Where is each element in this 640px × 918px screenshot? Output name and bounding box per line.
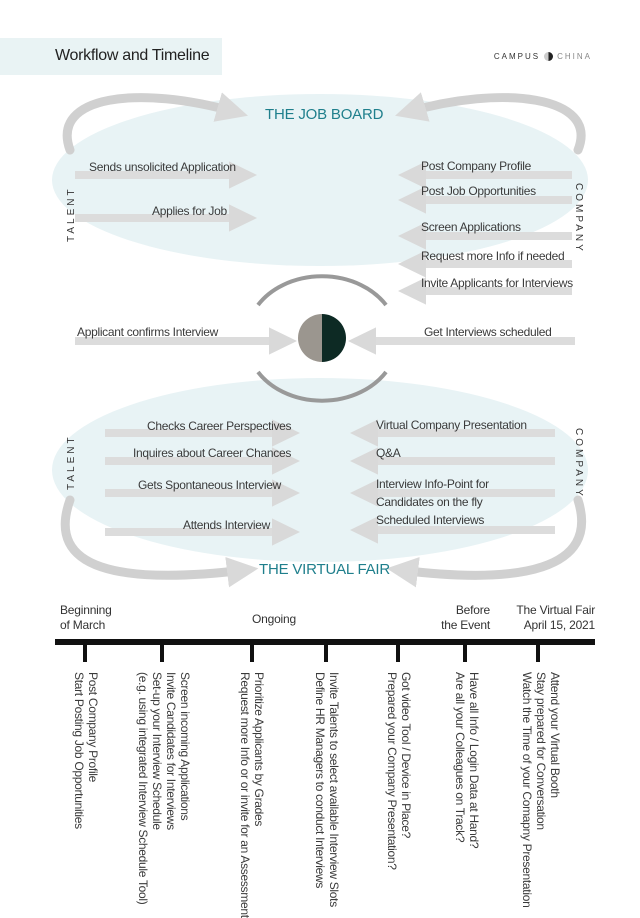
cycle-arrow-bottom-left (60, 495, 259, 588)
job-board-title: THE JOB BOARD (265, 106, 384, 123)
company-step: Scheduled Interviews (376, 513, 485, 527)
talent-step: Inquires about Career Chances (133, 446, 292, 460)
timeline-tick (250, 644, 254, 662)
timeline-step-6: Have all Info / Login Data at Hand?Are a… (453, 672, 481, 849)
center-circle-left (298, 314, 322, 362)
company-label: COMPANY (573, 183, 584, 254)
company-step: Candidates on the fly (376, 495, 483, 509)
company-step: Interview Info-Point for (376, 477, 489, 491)
virtual-fair-area (52, 378, 588, 562)
logo-text-left: CAMPUS (493, 52, 541, 61)
cycle-arrow-top-left (62, 92, 248, 155)
cycle-arrow-top-right (395, 92, 586, 155)
talent-step: Attends Interview (183, 518, 270, 532)
company-step: Post Job Opportunities (421, 184, 536, 198)
phase-ongoing: Ongoing (252, 612, 296, 626)
virtual-fair-title: THE VIRTUAL FAIR (259, 561, 390, 578)
timeline-tick (396, 644, 400, 662)
center-circle-right (322, 314, 346, 362)
page-title: Workflow and Timeline (55, 47, 210, 64)
upper-arc (256, 274, 388, 307)
timeline-tick (536, 644, 540, 662)
timeline-tick (160, 644, 164, 662)
talent-step: Applies for Job (152, 204, 227, 218)
timeline-tick (324, 644, 328, 662)
talent-step: Sends unsolicited Application (89, 160, 236, 174)
company-step: Invite Applicants for Interviews (421, 276, 573, 290)
company-step: Screen Applications (421, 220, 521, 234)
company-schedule: Get Interviews scheduled (424, 325, 552, 339)
talent-step: Checks Career Perspectives (147, 419, 292, 433)
timeline-tick (83, 644, 87, 662)
logo-dot-icon (544, 52, 554, 61)
header-band (0, 38, 222, 75)
company-step: Q&A (376, 446, 401, 460)
timeline-bar (55, 639, 595, 645)
logo-text-right: CHINA (557, 52, 592, 61)
company-step: Virtual Company Presentation (376, 418, 527, 432)
company-label: COMPANY (573, 428, 584, 499)
cycle-arrow-bottom-right (386, 495, 587, 588)
talent-step: Gets Spontaneous Interview (138, 478, 281, 492)
talent-label: TALENT (66, 434, 77, 490)
lower-arc (256, 370, 388, 403)
campus-china-logo: CAMPUS CHINA (494, 52, 592, 61)
company-step: Post Company Profile (421, 159, 532, 173)
company-step: Request more Info if needed (421, 249, 565, 263)
timeline-tick (463, 644, 467, 662)
talent-label: TALENT (66, 186, 77, 242)
timeline-step-4: Invite Talents to select available Inter… (313, 672, 341, 907)
job-board-area (52, 94, 588, 266)
timeline-step-5: Got video Tool / Device in Place?Prepare… (385, 672, 413, 870)
talent-confirm: Applicant confirms Interview (77, 325, 218, 339)
